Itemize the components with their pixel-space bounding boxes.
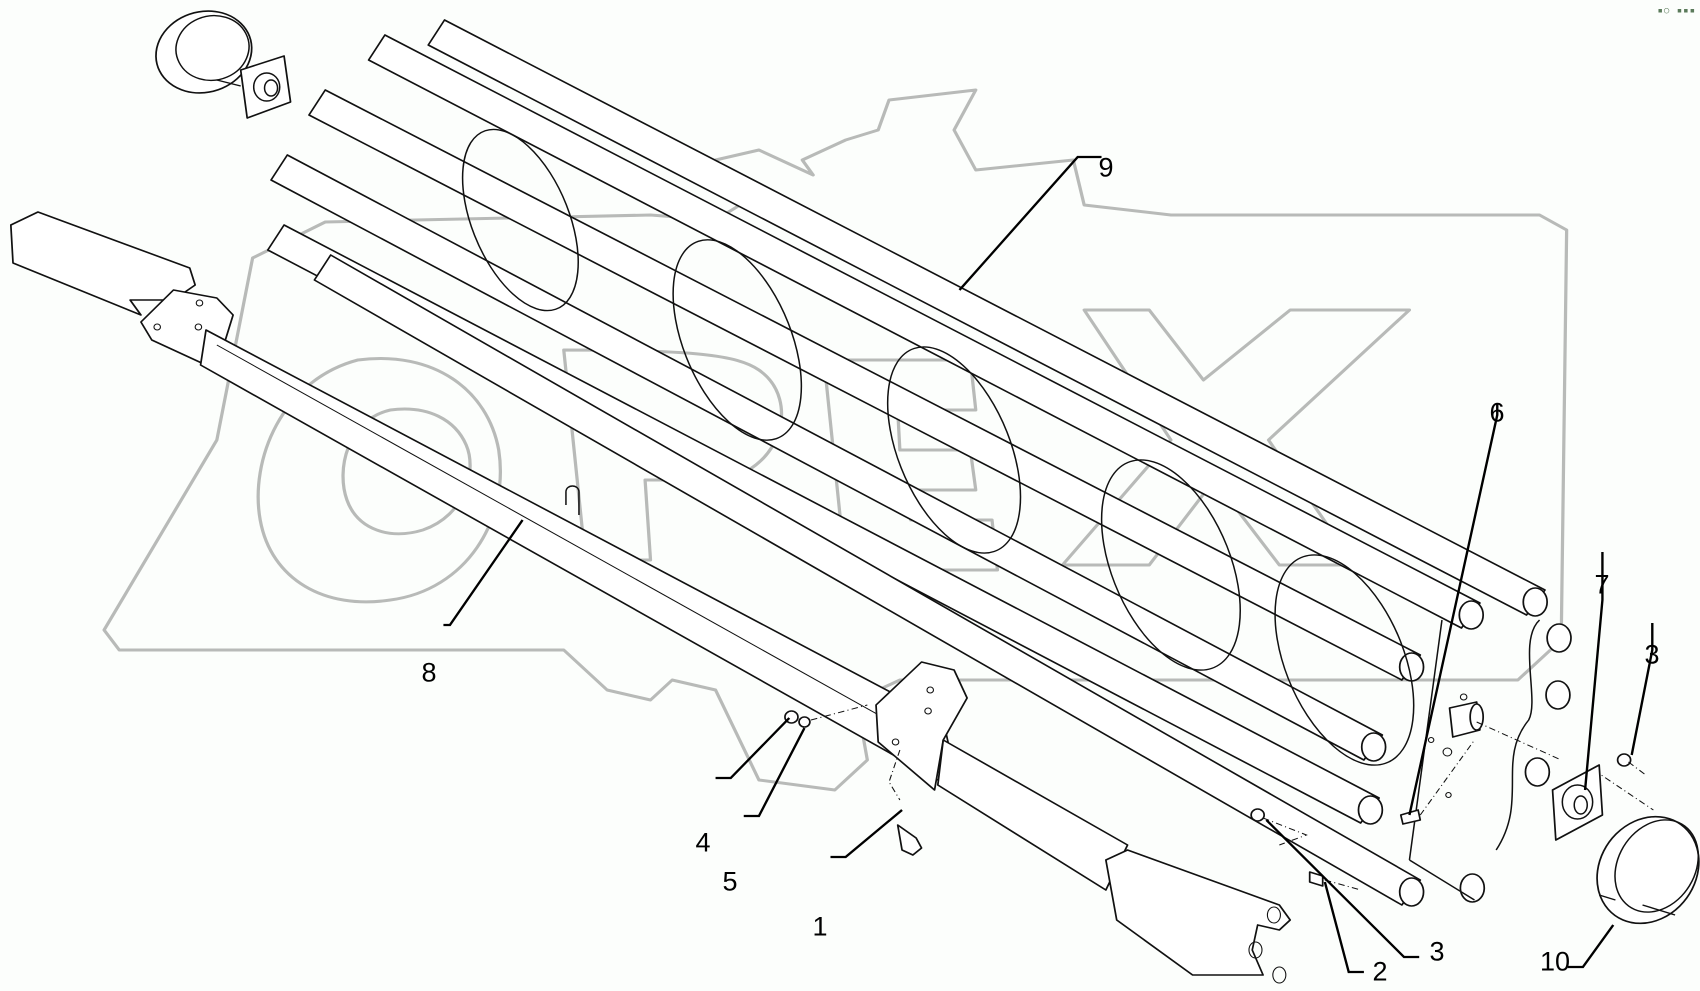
grease-nipple-2 [1308, 871, 1324, 887]
pin-6 [1399, 809, 1422, 825]
washer-5 [798, 716, 811, 728]
bearing-flange-right [1551, 764, 1604, 841]
frame-bar [9, 211, 1292, 984]
callout-5: 5 [722, 866, 738, 897]
callout-2: 2 [1372, 956, 1388, 987]
callout-3-lower: 3 [1429, 936, 1445, 967]
callout-4: 4 [695, 827, 711, 858]
callout-7: 7 [1594, 569, 1610, 600]
roller-assembly [266, 19, 1572, 907]
leader-lines [443, 155, 1654, 974]
callout-6: 6 [1489, 397, 1505, 428]
nut-3-lower [1250, 808, 1266, 822]
callout-1: 1 [812, 911, 828, 942]
callout-10: 10 [1539, 946, 1571, 977]
guard-ring-left [155, 10, 253, 94]
bolt-1 [896, 824, 923, 856]
nut-3-right [1616, 753, 1632, 767]
hardware [784, 704, 1654, 891]
callout-9: 9 [1098, 152, 1114, 183]
corner-mark: ▪○ ▪▪▪ [1657, 6, 1696, 16]
callout-3-upper: 3 [1644, 639, 1660, 670]
bearing-flange-left [239, 55, 292, 119]
guard-ring-right [1596, 815, 1700, 925]
callout-8: 8 [421, 657, 437, 688]
